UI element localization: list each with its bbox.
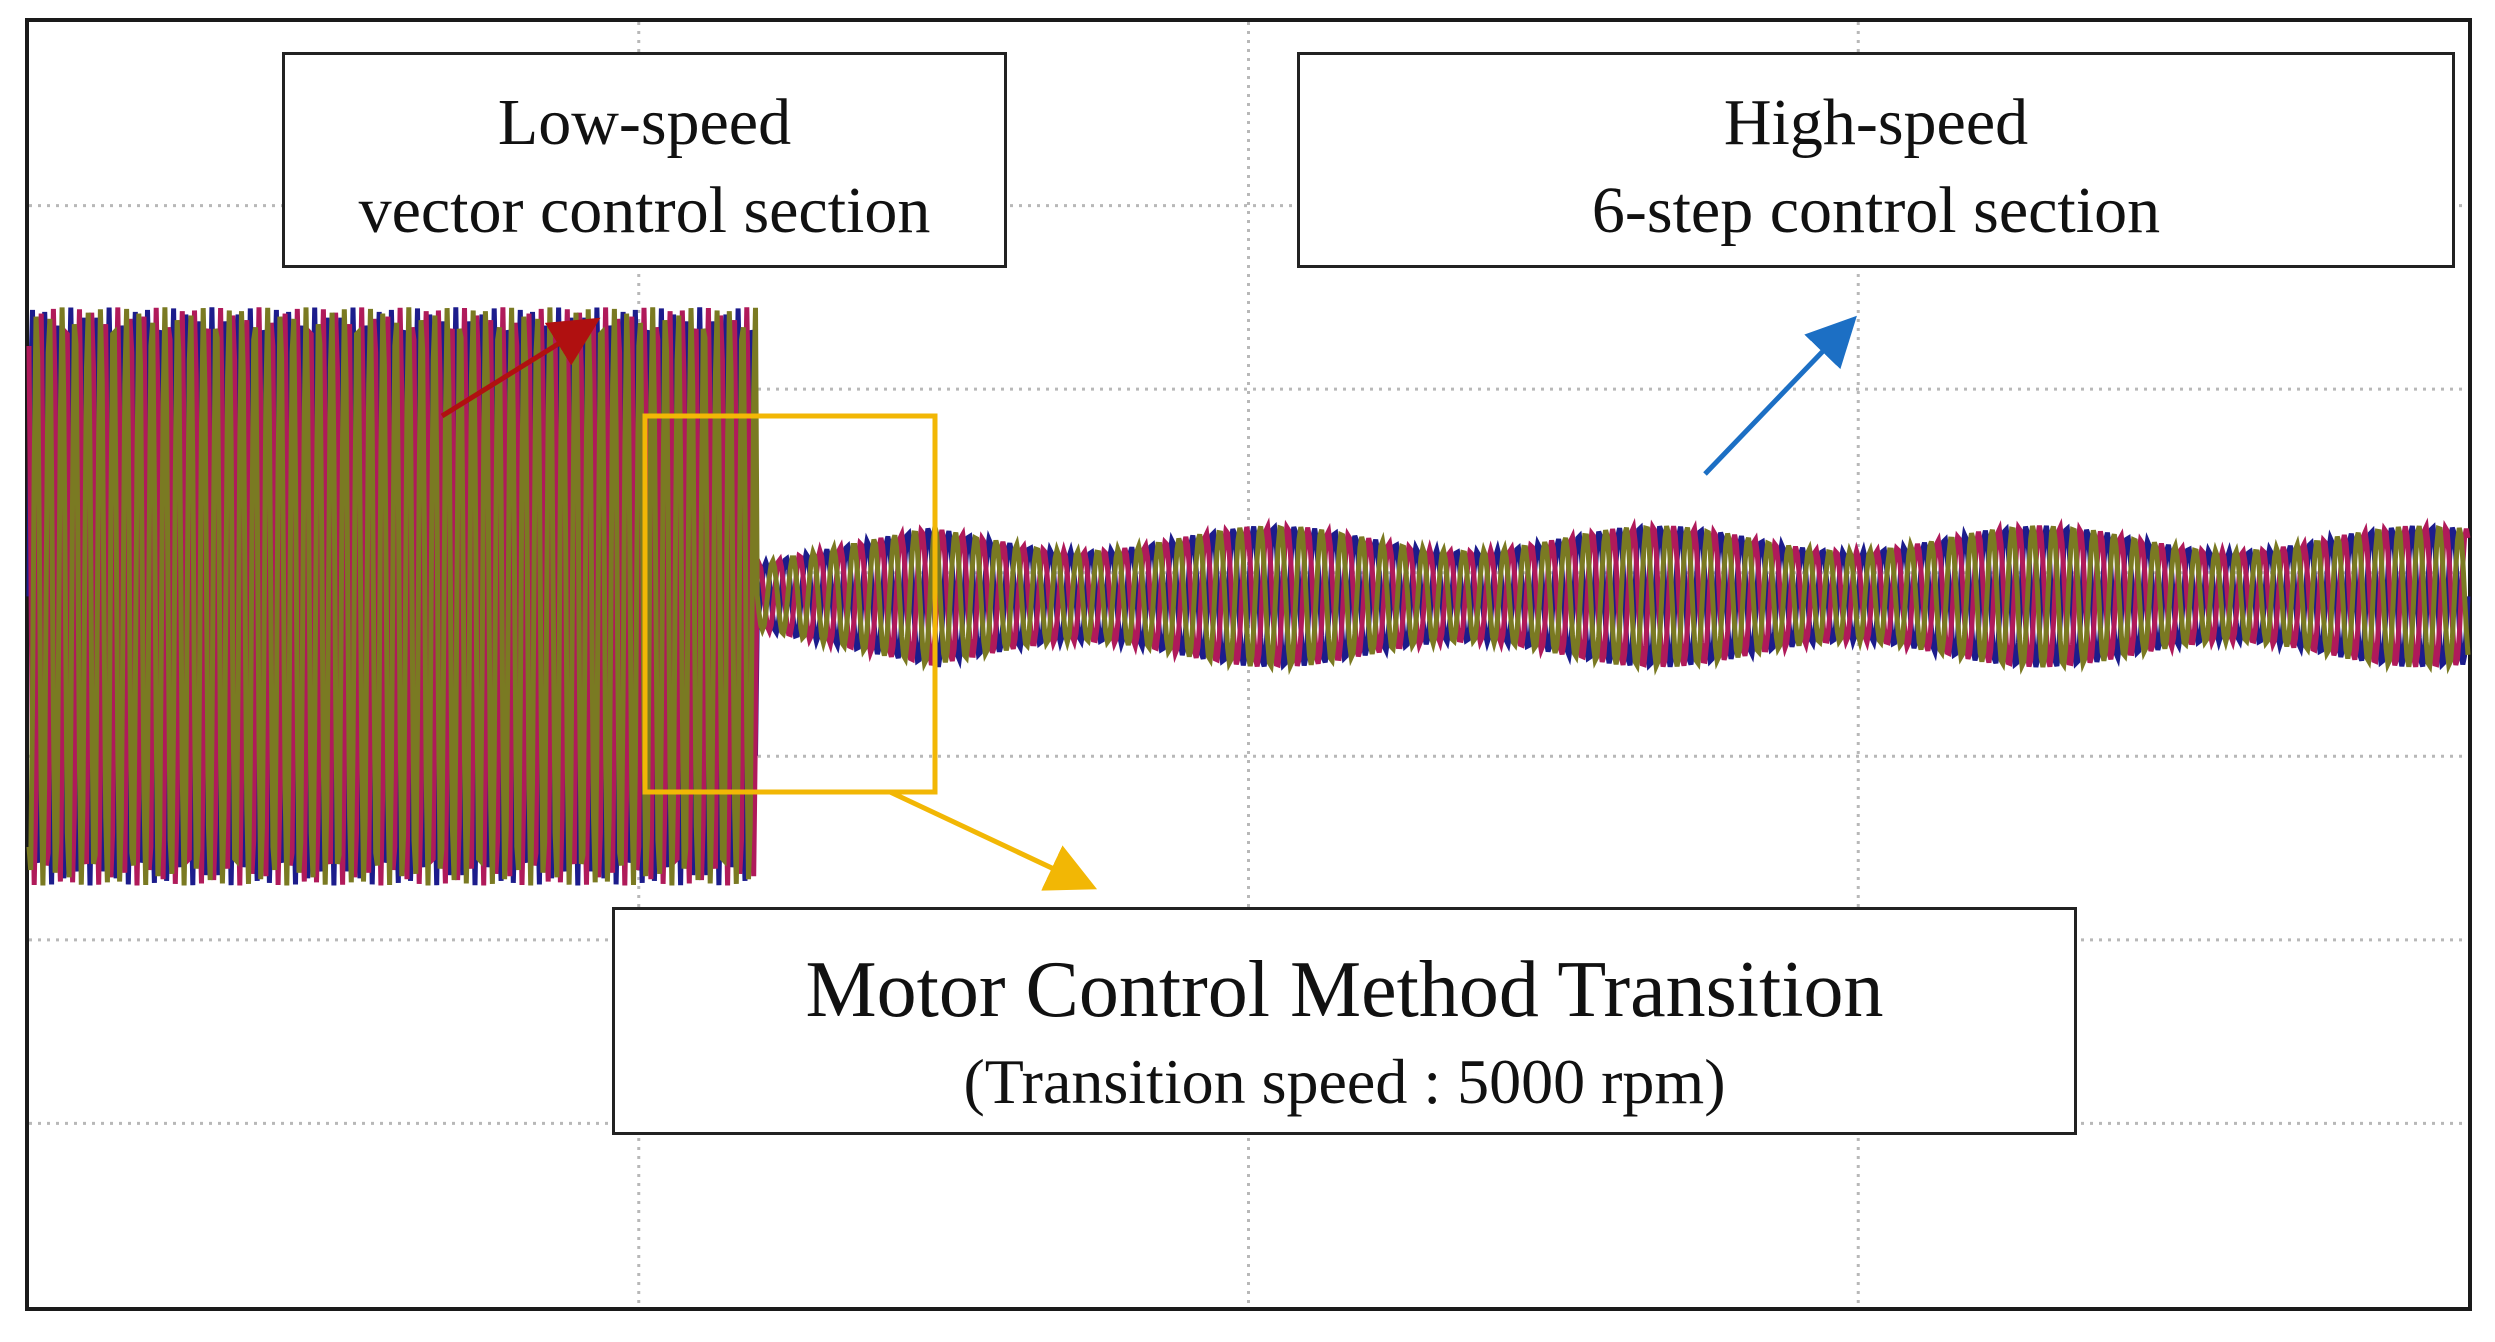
high-speed-label-line2: 6-step control section [1591, 174, 2161, 247]
low-speed-arrow [440, 317, 601, 419]
waveform-traces [26, 307, 2471, 886]
transition-highlight-box [642, 413, 938, 795]
high-speed-label-line1: High-speed [1723, 86, 2029, 159]
low-speed-label-line2: vector control section [358, 174, 931, 247]
transition-subtitle: (Transition speed : 5000 rpm) [963, 1046, 1726, 1117]
high-speed-arrow [1703, 315, 1857, 476]
transition-title: Motor Control Method Transition [805, 946, 1884, 1034]
transition-arrow [888, 789, 1098, 891]
low-speed-label-box: Low-speed vector control section [282, 52, 1007, 268]
low-speed-label-line1: Low-speed [497, 86, 792, 159]
high-speed-label-box: High-speed 6-step control section [1297, 52, 2455, 268]
phase-trace-3 [26, 307, 2471, 886]
transition-label-box: Motor Control Method Transition (Transit… [612, 907, 2077, 1135]
plot-frame [25, 18, 2472, 1311]
